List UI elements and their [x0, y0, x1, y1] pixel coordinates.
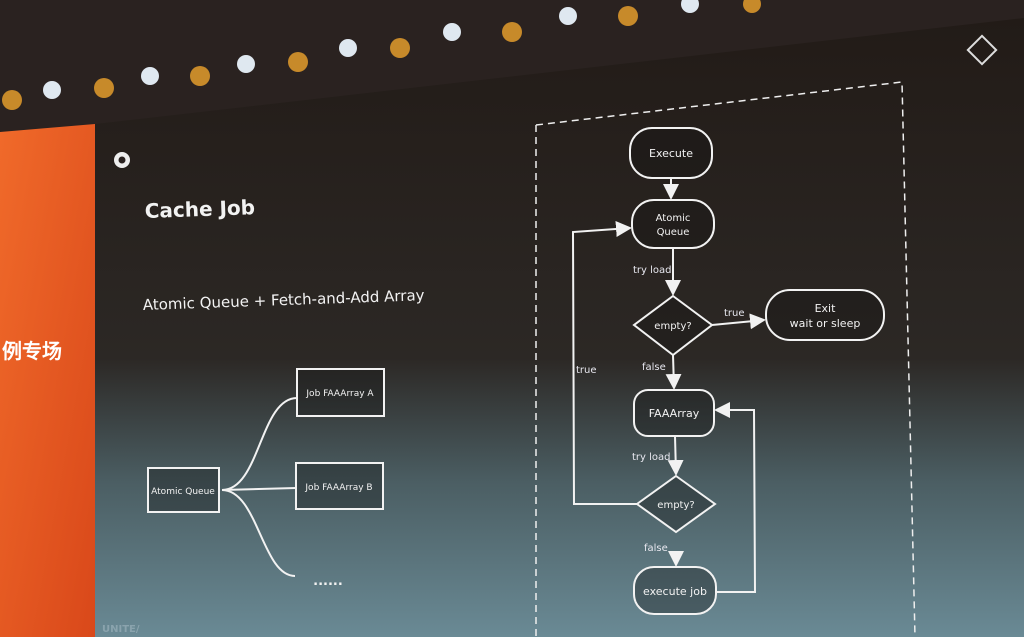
empty-decision-2: [635, 474, 717, 534]
try-load-label-1: try load: [633, 265, 672, 276]
execute-node: [629, 127, 713, 179]
exit-label-1: Exit: [815, 302, 837, 315]
dashed-frame: [535, 81, 916, 637]
atomic-queue-label: Atomic Queue: [151, 487, 215, 497]
slide: [95, 18, 1024, 637]
job-faaarray-a-label: Job FAAArray A: [305, 389, 374, 399]
flowchart: Execute Atomic Queue try load empty? tru…: [571, 127, 885, 615]
job-faaarray-a-node: [296, 368, 385, 417]
true-label-2: true: [576, 365, 597, 376]
side-banner-text: 例专场: [2, 339, 62, 363]
job-faaarray-b-label: Job FAAArray B: [304, 483, 372, 493]
job-faaarray-b-node: [295, 462, 384, 510]
unity-logo-icon: [114, 152, 130, 168]
execute-job-label: execute job: [643, 585, 707, 598]
false-label-1: false: [642, 362, 666, 373]
empty-label-1: empty?: [654, 321, 691, 332]
atomic-queue-flow-node: [631, 199, 715, 249]
execute-job-node: [633, 566, 717, 615]
atomic-queue-flow-label-1: Atomic: [656, 213, 691, 224]
faaarray-node: [633, 389, 715, 437]
left-diagram: Atomic Queue Job FAAArray A Job FAAArray…: [147, 368, 385, 589]
exit-node: [765, 289, 885, 341]
execute-label: Execute: [649, 147, 693, 160]
footer-brand: UNITE/: [102, 624, 140, 635]
atomic-queue-node: [147, 467, 220, 513]
atomic-queue-flow-label-2: Queue: [657, 227, 690, 238]
try-load-label-2: try load: [632, 452, 671, 463]
side-banner: [0, 124, 95, 637]
more-ellipsis: ......: [313, 574, 343, 589]
empty-label-2: empty?: [657, 500, 694, 511]
stage-lights: [2, 0, 761, 110]
exit-label-2: wait or sleep: [790, 317, 861, 330]
faaarray-label: FAAArray: [649, 407, 700, 420]
cube-icon: [966, 34, 998, 66]
true-label-1: true: [724, 308, 745, 319]
slide-title: Cache Job: [144, 195, 255, 223]
false-label-2: false: [644, 543, 668, 554]
empty-decision-1: [632, 294, 714, 357]
